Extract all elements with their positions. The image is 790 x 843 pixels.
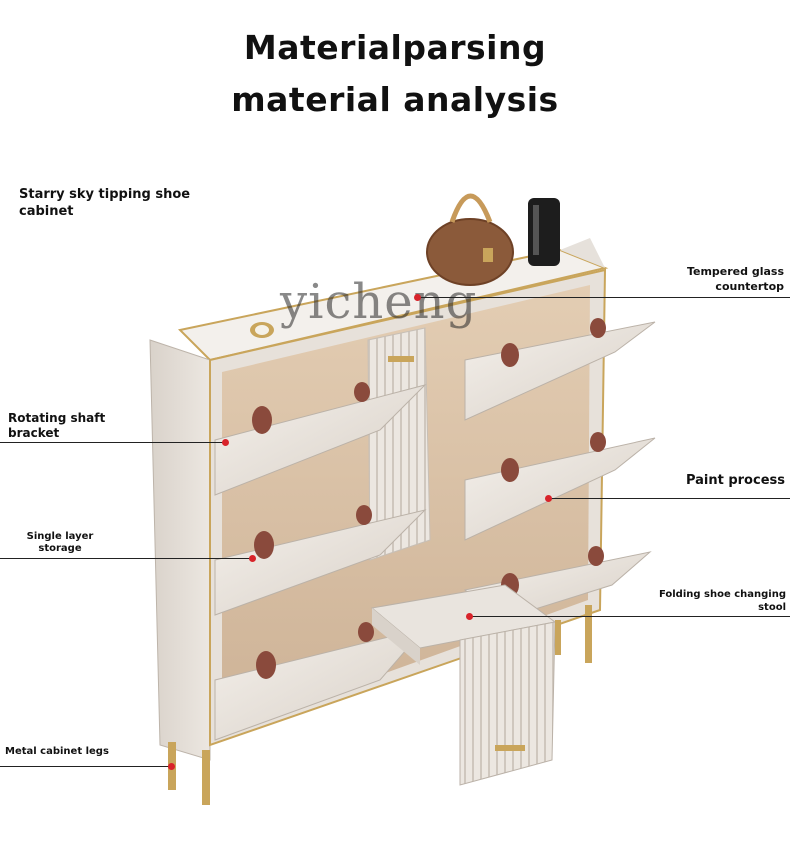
leader-rotating-shaft	[0, 442, 226, 443]
leader-single-layer	[0, 558, 253, 559]
center-ribbed-panel	[367, 327, 431, 561]
label-folding-stool: Folding shoe changing stool	[658, 589, 786, 613]
marker-folding-stool	[466, 613, 473, 620]
marker-paint-process	[545, 495, 552, 502]
label-single-layer: Single layer storage	[26, 531, 94, 554]
vase-decoration	[528, 198, 560, 266]
cabinet-side-panel	[149, 339, 211, 761]
label-tempered-glass: Tempered glass countertop	[686, 265, 784, 293]
leader-metal-legs	[0, 766, 172, 767]
label-paint-process: Paint process	[685, 473, 785, 488]
center-handle	[388, 356, 414, 362]
marker-metal-legs	[168, 763, 175, 770]
product-name: Starry sky tipping shoe cabinet	[19, 187, 191, 219]
bag-decoration	[426, 193, 514, 286]
left-tipping-doors	[214, 384, 427, 741]
leader-folding-stool	[470, 616, 790, 617]
marker-rotating-shaft	[222, 439, 229, 446]
page-title-line-1: Materialparsing	[243, 28, 547, 67]
marker-single-layer	[249, 555, 256, 562]
label-metal-legs: Metal cabinet legs	[5, 746, 109, 757]
marker-tempered-glass	[414, 294, 421, 301]
watermark: yicheng	[280, 274, 478, 330]
folding-stool	[370, 584, 557, 786]
page-title-line-2: material analysis	[231, 80, 559, 119]
leader-tempered-glass	[418, 297, 790, 298]
watch-decoration	[250, 322, 274, 338]
label-rotating-shaft: Rotating shaft bracket	[8, 411, 106, 440]
leader-paint-process	[549, 498, 790, 499]
